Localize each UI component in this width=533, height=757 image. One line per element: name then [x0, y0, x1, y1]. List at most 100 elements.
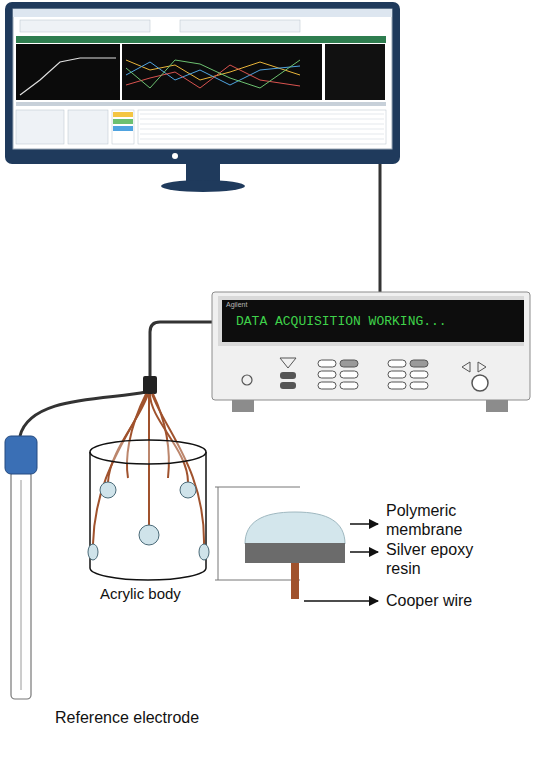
computer-monitor [140, 124, 384, 125]
data-acquisition-unit [212, 292, 530, 412]
data-acquisition-unit [340, 371, 358, 378]
computer-monitor [186, 164, 220, 181]
data-acquisition-unit [280, 382, 296, 389]
computer-monitor [122, 44, 322, 100]
reference-electrode [5, 436, 37, 474]
acrylic-body [90, 440, 206, 580]
computer-monitor [126, 65, 300, 88]
part-label: Reference electrode [55, 708, 199, 727]
leader-arrow [304, 524, 378, 601]
computer-monitor [16, 44, 120, 100]
computer-monitor [113, 126, 133, 131]
data-acquisition-unit [212, 292, 530, 400]
electrode-detail [245, 512, 345, 599]
computer-monitor [140, 114, 384, 139]
computer-monitor [140, 139, 384, 140]
data-acquisition-unit [462, 362, 486, 372]
computer-monitor [20, 58, 116, 95]
computer-monitor [16, 110, 64, 144]
leader-arrow [350, 523, 378, 525]
reference-electrode [21, 480, 22, 690]
brand-label: Agilent [226, 301, 247, 309]
sensor-electrode [180, 482, 196, 498]
data-acquisition-unit [388, 360, 406, 367]
computer-monitor [13, 9, 392, 149]
computer-monitor [113, 119, 133, 124]
callout-bracket [215, 580, 300, 581]
computer-monitor [161, 180, 245, 192]
data-acquisition-unit [340, 360, 358, 367]
computer-monitor [140, 119, 384, 120]
electrode-wires [93, 394, 147, 544]
data-acquisition-unit [280, 372, 296, 379]
data-acquisition-unit [410, 382, 428, 389]
data-acquisition-unit [242, 375, 252, 385]
part-label: Cooper wire [386, 591, 472, 610]
electrode-detail [245, 543, 345, 563]
data-acquisition-unit [318, 371, 336, 378]
electrode-detail [291, 563, 299, 599]
sensor-electrode [88, 544, 98, 560]
electrode-wires [152, 394, 204, 544]
computer-monitor [113, 112, 133, 117]
computer-monitor [140, 129, 384, 130]
leader-arrow [304, 600, 378, 602]
computer-monitor [126, 60, 300, 88]
data-acquisition-unit [232, 400, 254, 412]
computer-monitor [20, 20, 150, 32]
sensor-electrode [139, 525, 159, 545]
data-acquisition-unit [388, 371, 406, 378]
connector [143, 376, 157, 394]
acrylic-body [90, 452, 206, 580]
part-label: Acrylic body [100, 585, 181, 603]
computer-monitor [126, 62, 300, 85]
computer-monitor [138, 110, 386, 144]
computer-monitor [16, 36, 386, 43]
sensor-electrode [199, 544, 209, 560]
electrode-wires [127, 394, 146, 478]
display-text: DATA ACQUISITION WORKING... [236, 314, 518, 329]
data-acquisition-unit [486, 400, 508, 412]
data-acquisition-unit [410, 371, 428, 378]
data-acquisition-unit [318, 360, 428, 389]
computer-monitor [140, 114, 384, 115]
callout-bracket [218, 487, 219, 580]
computer-monitor [5, 2, 400, 192]
computer-monitor [68, 110, 108, 144]
computer-monitor [13, 9, 392, 17]
display-panel: DATA ACQUISITION WORKING... [222, 300, 524, 342]
connector [143, 376, 157, 394]
cable [20, 392, 146, 436]
data-acquisition-unit [388, 382, 406, 389]
part-label: Polymeric membrane [386, 501, 524, 539]
sensor-electrode [88, 482, 209, 560]
part-label: Silver epoxy resin [386, 540, 506, 578]
electrode-detail [245, 512, 345, 544]
data-acquisition-unit [340, 382, 358, 389]
data-acquisition-unit [218, 296, 524, 346]
data-acquisition-unit [280, 358, 296, 368]
acrylic-body [90, 440, 206, 464]
sensor-electrode [100, 482, 116, 498]
reference-electrode [11, 471, 31, 699]
reference-electrode [5, 436, 37, 699]
electrode-wires [153, 394, 169, 478]
electrode-wires [93, 394, 204, 544]
callout-bracket [215, 487, 300, 488]
computer-monitor [325, 44, 385, 100]
computer-monitor [16, 102, 386, 106]
computer-monitor [112, 110, 134, 144]
computer-monitor [140, 134, 384, 135]
data-acquisition-unit [318, 382, 336, 389]
cable [150, 322, 212, 378]
data-acquisition-unit [410, 360, 428, 367]
computer-monitor [180, 20, 300, 32]
data-acquisition-unit [318, 360, 336, 367]
computer-monitor [172, 153, 178, 159]
computer-monitor [5, 2, 400, 164]
data-acquisition-unit [472, 375, 488, 391]
leader-arrow [350, 551, 378, 553]
electrode-wires [150, 394, 188, 482]
